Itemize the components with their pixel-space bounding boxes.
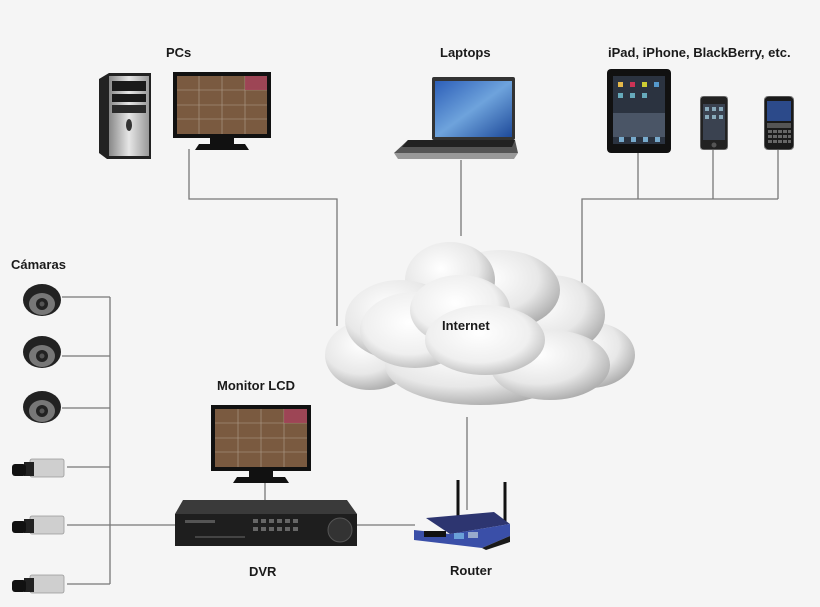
label-internet: Internet (442, 318, 490, 333)
pc-monitor-icon (173, 72, 271, 150)
label-router: Router (450, 563, 492, 578)
wire-pcs-internet (188, 149, 338, 326)
label-pcs: PCs (166, 45, 192, 60)
dvr-icon (175, 500, 357, 546)
router-icon (414, 480, 510, 550)
internet-cloud-icon (325, 242, 635, 405)
box-camera-icon (12, 515, 65, 535)
dome-camera-icon (23, 284, 61, 316)
dome-camera-icon (23, 336, 61, 368)
label-laptops: Laptops (440, 45, 491, 60)
label-dvr: DVR (249, 564, 277, 579)
laptop-icon (394, 77, 518, 159)
blackberry-icon (764, 96, 794, 150)
box-camera-icon (12, 574, 65, 594)
iphone-icon (700, 96, 728, 150)
label-cameras: Cámaras (11, 257, 66, 272)
desktop-tower-icon (99, 73, 151, 159)
box-camera-icon (12, 458, 65, 478)
ipad-icon (607, 69, 671, 153)
label-monitor: Monitor LCD (217, 378, 295, 393)
dome-camera-icon (23, 391, 61, 423)
lcd-monitor-icon (211, 405, 311, 483)
label-mobile: iPad, iPhone, BlackBerry, etc. (608, 45, 791, 60)
